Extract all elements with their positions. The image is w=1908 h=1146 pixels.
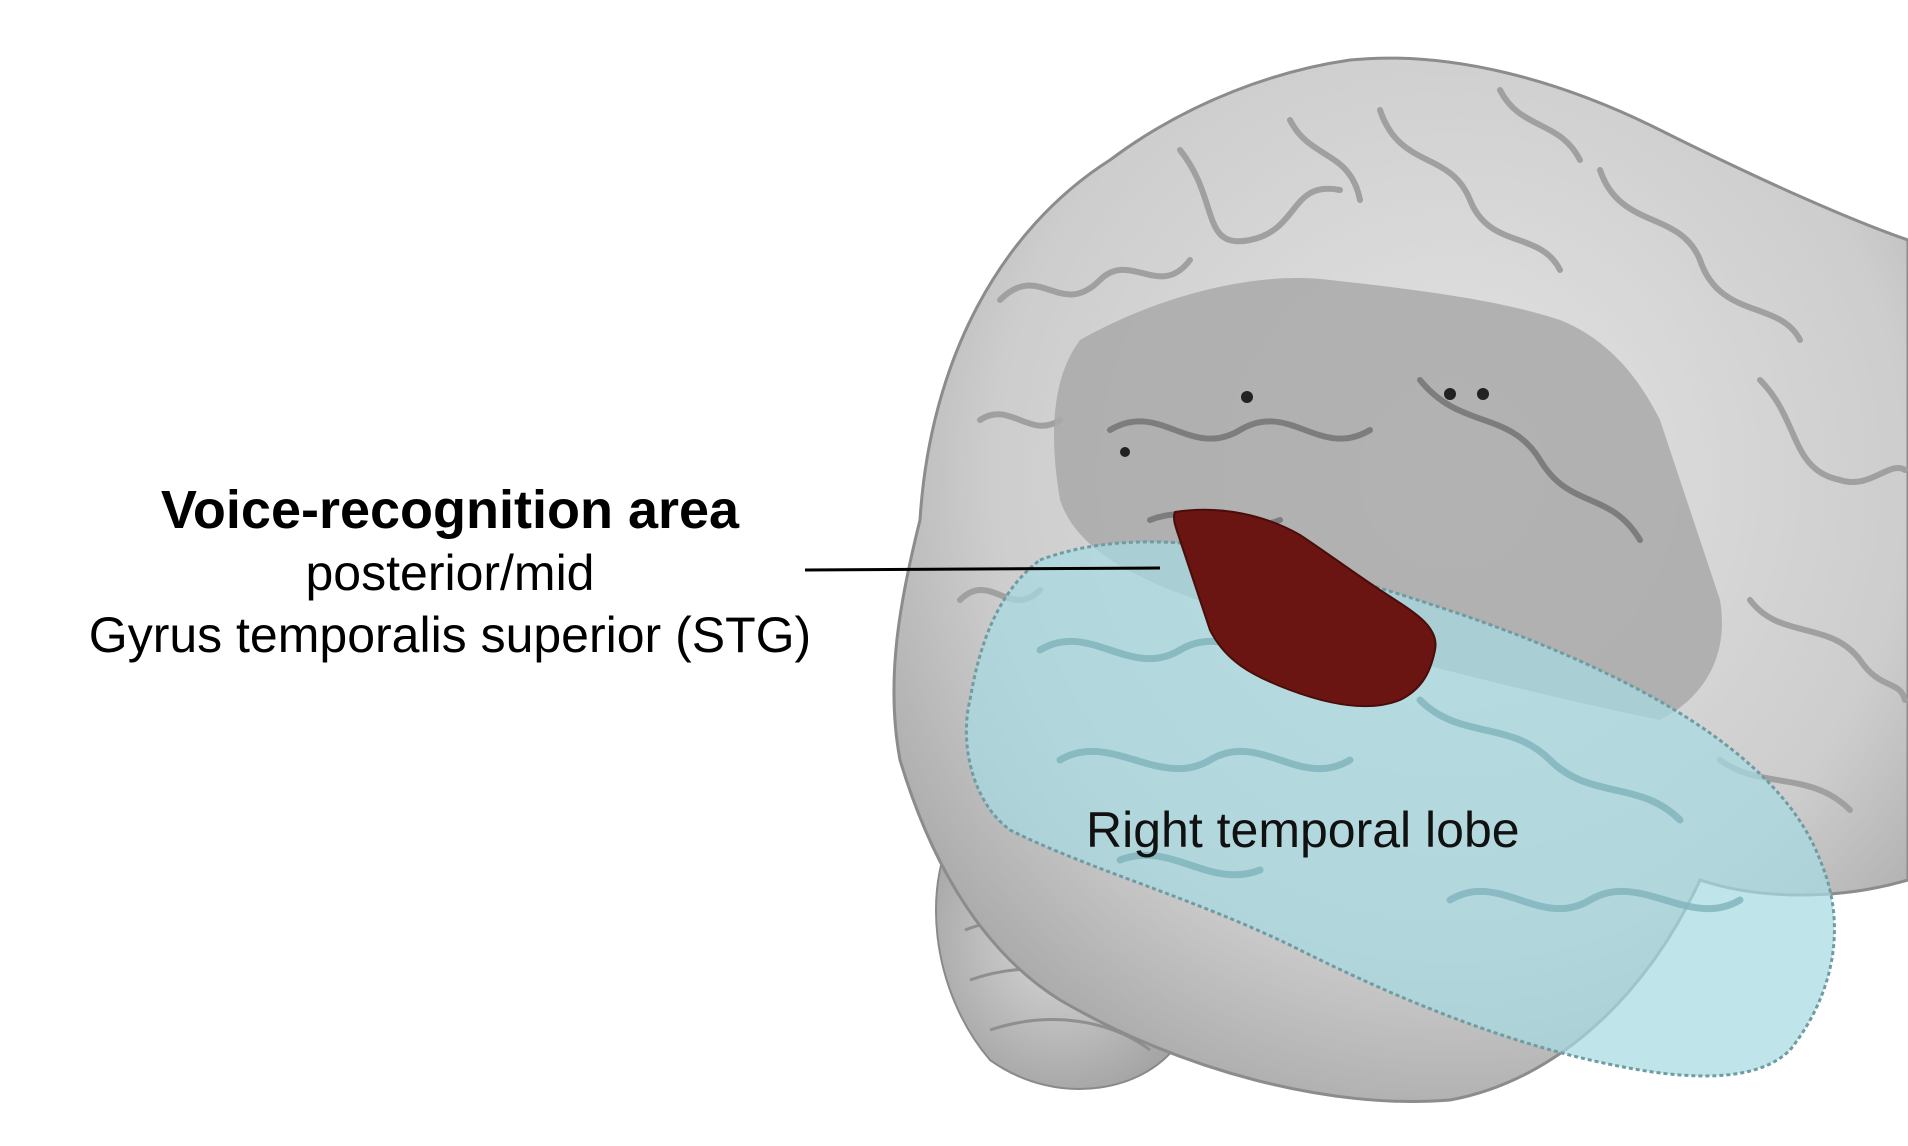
voice-area-annotation: Voice-recognition area posterior/mid Gyr…: [40, 478, 860, 666]
leader-line: [804, 566, 1161, 572]
annotation-title: Voice-recognition area: [160, 480, 740, 540]
temporal-lobe-label: Right temporal lobe: [1086, 802, 1520, 858]
annotation-line-2: Gyrus temporalis superior (STG): [88, 607, 812, 663]
insula-dots: [1120, 388, 1489, 457]
temporal-lobe-texture: [1036, 637, 1744, 913]
insula-region: [1054, 278, 1722, 720]
voice-recognition-area: [1172, 508, 1437, 708]
annotation-line-1: posterior/mid: [305, 545, 595, 601]
temporal-lobe-overlay: [964, 540, 1836, 1078]
